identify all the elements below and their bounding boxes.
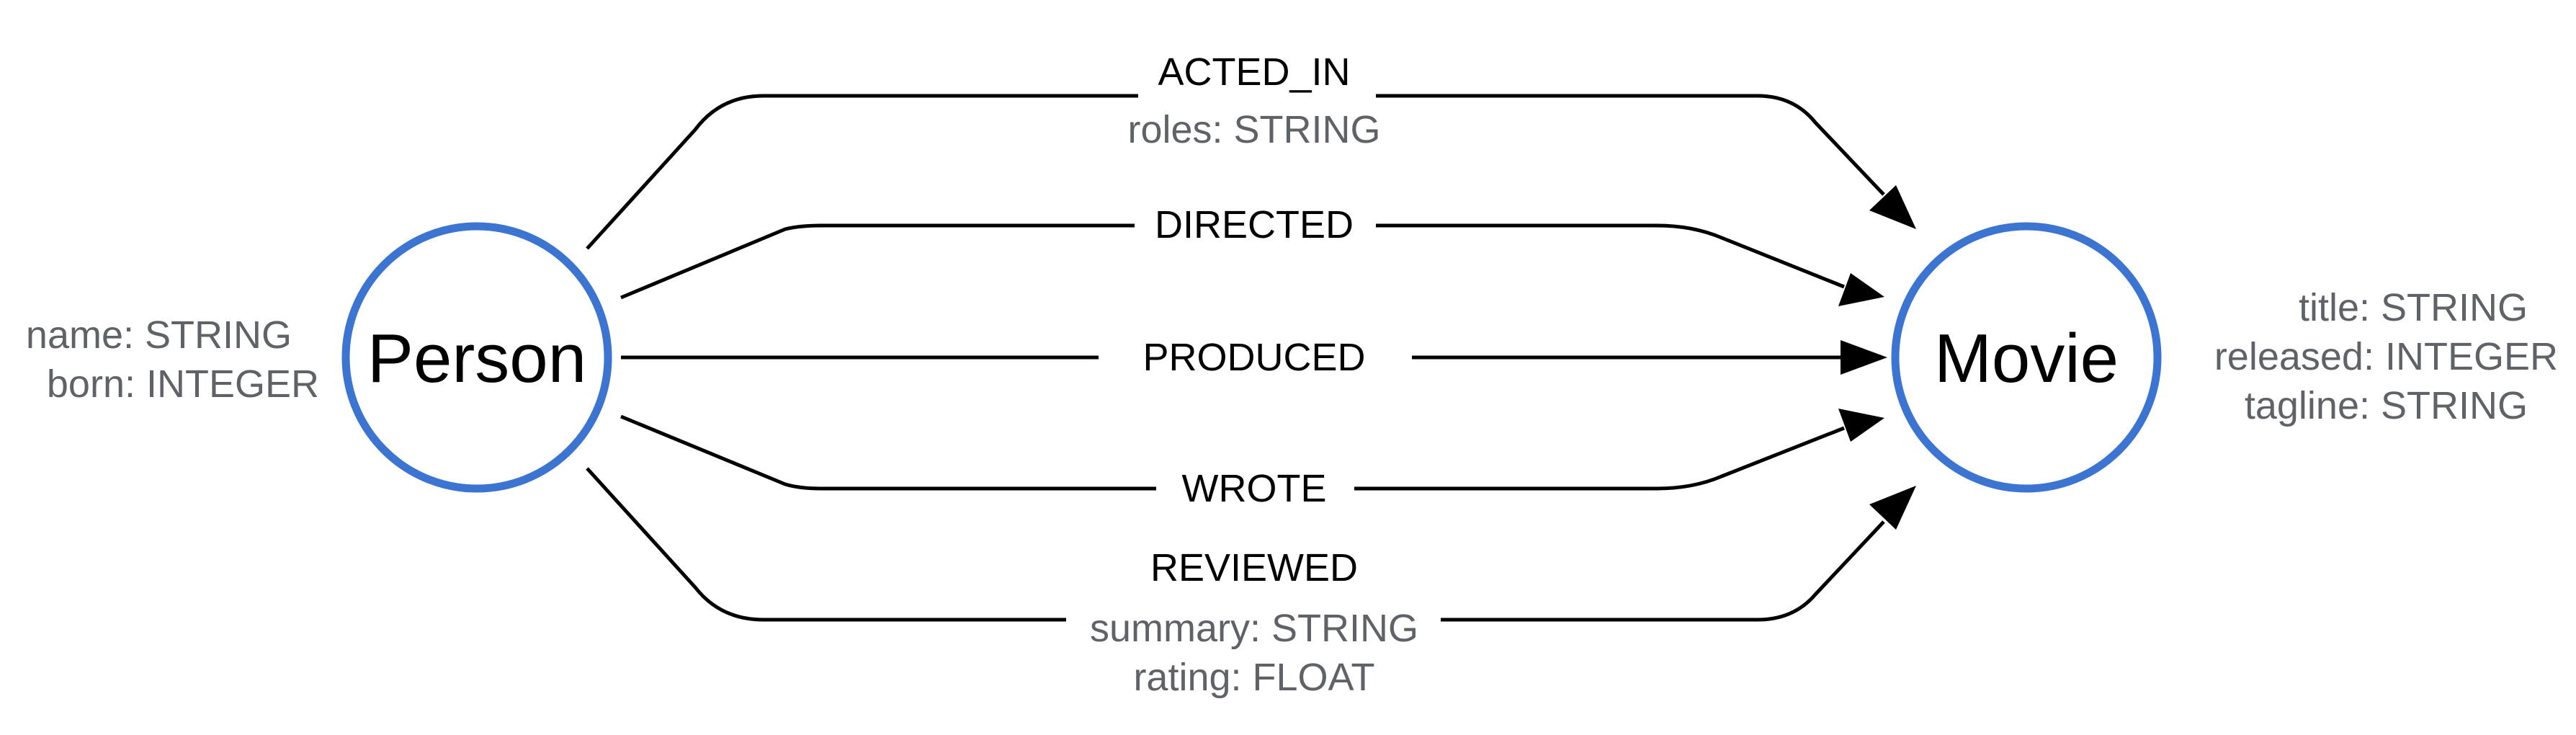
relationship-label-acted-in: ACTED_IN — [1158, 50, 1350, 94]
edge-acted-in: ACTED_IN roles: STRING — [586, 46, 1916, 250]
node-label-movie: Movie — [1934, 320, 2119, 397]
movie-properties: title: STRING released: INTEGER tagline:… — [2214, 286, 2558, 427]
relationship-property: rating: FLOAT — [1133, 656, 1374, 699]
arrowhead-icon — [1869, 486, 1916, 530]
arrowhead-icon — [1838, 273, 1884, 306]
node-movie[interactable]: Movie — [1891, 222, 2162, 493]
arrowhead-icon — [1869, 185, 1916, 229]
node-property: tagline: STRING — [2245, 384, 2528, 427]
relationship-label-reviewed: REVIEWED — [1150, 546, 1358, 589]
node-label-person: Person — [367, 320, 586, 397]
edge-wrote: WROTE — [620, 409, 1884, 517]
node-property: released: INTEGER — [2214, 335, 2558, 378]
relationship-property: roles: STRING — [1127, 108, 1380, 151]
node-property: name: STRING — [26, 313, 292, 357]
node-circle[interactable] — [341, 222, 612, 493]
relationship-label-directed: DIRECTED — [1155, 203, 1354, 246]
arrowhead-icon — [1838, 409, 1884, 442]
node-circle[interactable] — [1891, 222, 2162, 493]
node-person[interactable]: Person — [341, 222, 612, 493]
relationship-label-wrote: WROTE — [1182, 467, 1327, 510]
person-properties: name: STRING born: INTEGER — [26, 313, 319, 406]
edge-directed: DIRECTED — [620, 196, 1884, 306]
edge-produced: PRODUCED — [621, 329, 1887, 386]
relationship-property: summary: STRING — [1090, 607, 1418, 650]
arrowhead-icon — [1841, 340, 1887, 375]
node-property: born: INTEGER — [47, 362, 319, 406]
relationship-label-produced: PRODUCED — [1142, 336, 1365, 379]
node-property: title: STRING — [2299, 286, 2528, 329]
edge-reviewed: REVIEWED summary: STRING rating: FLOAT — [586, 467, 1916, 699]
